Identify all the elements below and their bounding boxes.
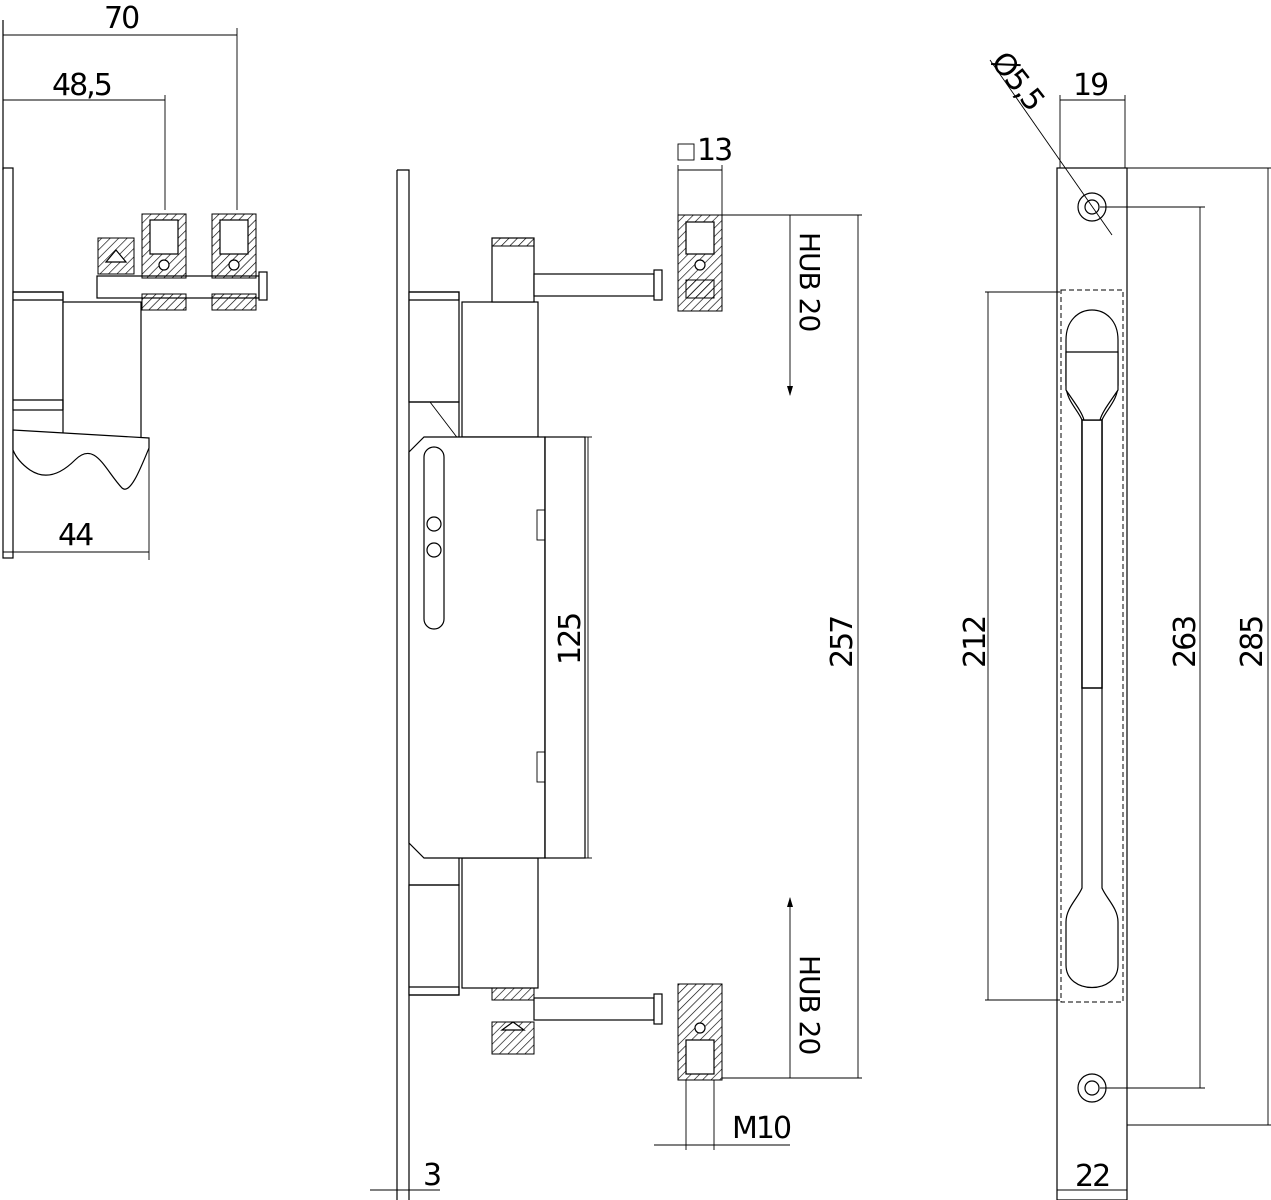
dim-3: 3: [423, 1158, 440, 1193]
side-view: 70 48,5 44: [2, 1, 268, 560]
dim-285: 285: [1235, 617, 1270, 668]
front-view: 13 HUB 20 HUB 20 125 257 M10 3: [370, 133, 862, 1200]
dim-263: 263: [1168, 617, 1203, 668]
hub-20-bottom: HUB 20: [793, 955, 826, 1054]
dim-m10: M10: [732, 1111, 791, 1146]
dim-22: 22: [1075, 1159, 1109, 1194]
dim-125: 125: [553, 614, 588, 665]
dim-dia-5-5: Ø5,5: [984, 45, 1051, 116]
dim-257: 257: [825, 617, 860, 668]
dim-19: 19: [1073, 68, 1107, 103]
face-view: Ø5,5 19 212 263 285 22: [958, 45, 1271, 1200]
dim-70: 70: [104, 1, 139, 36]
hub-20-top: HUB 20: [793, 232, 826, 331]
dim-44: 44: [58, 518, 93, 553]
dim-13: 13: [697, 133, 731, 168]
dim-212: 212: [958, 617, 993, 668]
dim-48-5: 48,5: [52, 68, 111, 103]
